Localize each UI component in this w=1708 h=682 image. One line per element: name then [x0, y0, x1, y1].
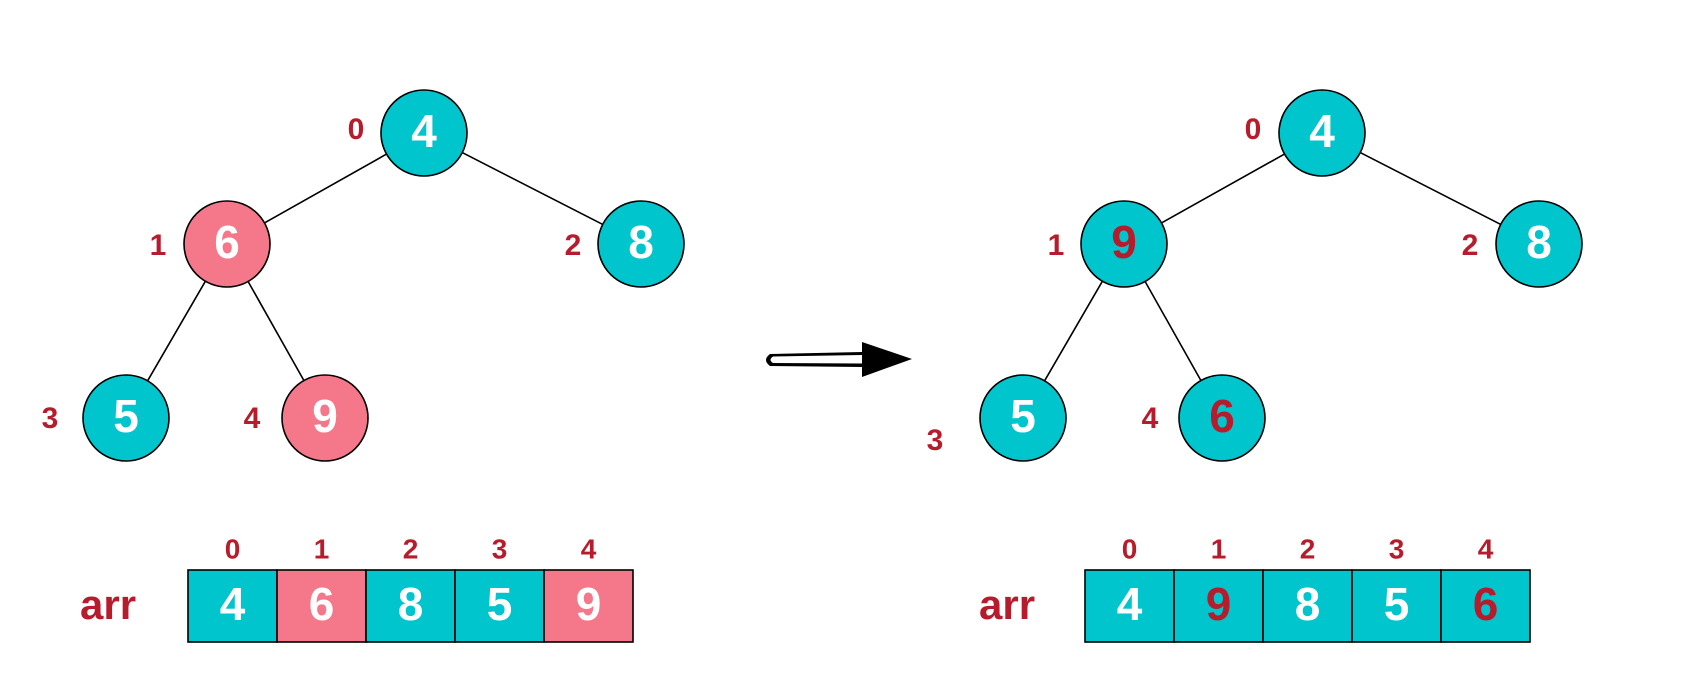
array-cell [1084, 569, 1175, 643]
array-index-label: 1 [314, 533, 330, 564]
node-value: 5 [113, 390, 139, 442]
node-value: 6 [1209, 390, 1235, 442]
node-value: 9 [1111, 216, 1137, 268]
tree-edge [1359, 151, 1502, 226]
node-index-label: 1 [1048, 229, 1065, 262]
node-index-label: 2 [1462, 229, 1479, 262]
array-cell [187, 569, 278, 643]
tree-edge [461, 151, 604, 226]
tree-node [979, 374, 1067, 462]
array-cell [543, 569, 634, 643]
array-cell-value: 4 [220, 578, 246, 630]
node-index-label: 0 [348, 113, 365, 146]
tree-node [281, 374, 369, 462]
node-value: 4 [1309, 105, 1335, 157]
array-cell [1173, 569, 1264, 643]
node-index-label: 4 [1142, 402, 1159, 435]
array-cell [1440, 569, 1531, 643]
array-cell-value: 8 [1295, 578, 1321, 630]
node-index-label: 1 [150, 229, 167, 262]
array-cell-value: 5 [487, 578, 513, 630]
tree-node [1278, 89, 1366, 177]
array-label: arr [979, 581, 1035, 628]
tree-edge [1144, 281, 1202, 381]
arrow-shaft-hollow [770, 355, 862, 364]
array-index-label: 4 [1478, 533, 1494, 564]
array-index-label: 0 [1122, 533, 1138, 564]
node-value: 8 [1526, 216, 1552, 268]
tree-node [1080, 200, 1168, 288]
array-index-label: 0 [225, 533, 241, 564]
tree-edge [1043, 280, 1104, 382]
tree-edge [146, 280, 207, 382]
node-index-label: 3 [42, 402, 59, 435]
array-index-label: 2 [1300, 533, 1316, 564]
tree-node [1178, 374, 1266, 462]
tree-node [1495, 200, 1583, 288]
array-label: arr [80, 581, 136, 628]
node-index-label: 2 [565, 229, 582, 262]
array-cell-value: 9 [1206, 578, 1232, 630]
array-cell [1351, 569, 1442, 643]
array-cell-value: 9 [576, 578, 602, 630]
node-value: 9 [312, 390, 338, 442]
tree-node [380, 89, 468, 177]
array-cell [365, 569, 456, 643]
array-cell-value: 8 [398, 578, 424, 630]
tree-node [183, 200, 271, 288]
before-panel: 0 4 1 6 2 8 3 5 4 9 arr 0 4 1 6 2 8 3 5 4 9 [42, 89, 685, 643]
array-cell-value: 6 [309, 578, 335, 630]
node-index-label: 4 [244, 402, 261, 435]
node-value: 5 [1010, 390, 1036, 442]
tree-node [597, 200, 685, 288]
tree-edge [264, 153, 387, 224]
after-panel: 0 4 1 9 2 8 3 5 4 6 arr 0 4 1 9 2 8 3 5 4 6 [927, 89, 1583, 643]
node-value: 8 [628, 216, 654, 268]
array-index-label: 4 [581, 533, 597, 564]
tree-edge [1161, 153, 1285, 224]
transition-arrow [766, 342, 912, 377]
array-index-label: 3 [492, 533, 508, 564]
array-cell-value: 4 [1117, 578, 1143, 630]
node-value: 6 [214, 216, 240, 268]
tree-node [82, 374, 170, 462]
array-cell-value: 5 [1384, 578, 1410, 630]
node-index-label: 3 [927, 424, 944, 457]
array-cell [1262, 569, 1353, 643]
node-index-label: 0 [1245, 113, 1262, 146]
array-cell [454, 569, 545, 643]
array-index-label: 3 [1389, 533, 1405, 564]
array-cell-value: 6 [1473, 578, 1499, 630]
array-index-label: 2 [403, 533, 419, 564]
tree-edge [247, 281, 305, 381]
array-index-label: 1 [1211, 533, 1227, 564]
node-value: 4 [411, 105, 437, 157]
